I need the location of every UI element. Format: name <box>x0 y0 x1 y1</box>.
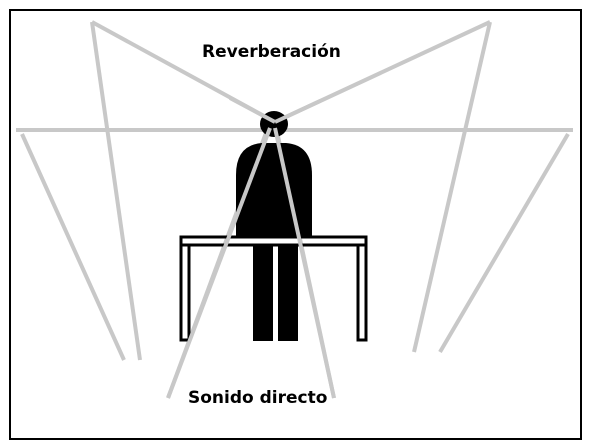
ray-left-steep <box>90 21 142 361</box>
direct-ray-right-front <box>273 127 336 399</box>
ray-right-outer <box>438 132 570 354</box>
ray-top-left-front <box>229 96 276 124</box>
direct-sound-label: Sonido directo <box>186 388 330 408</box>
reverberation-label: Reverberación <box>200 42 343 62</box>
ray-top-right-front <box>274 99 321 124</box>
desk-leg-left <box>179 243 191 342</box>
ray-right-steep <box>412 21 492 353</box>
listener-leg-right <box>278 246 298 341</box>
desk-leg-right <box>356 243 368 342</box>
direct-ray-left-front <box>166 127 272 399</box>
ray-left-outer <box>20 133 126 361</box>
listener-leg-left <box>253 246 273 341</box>
